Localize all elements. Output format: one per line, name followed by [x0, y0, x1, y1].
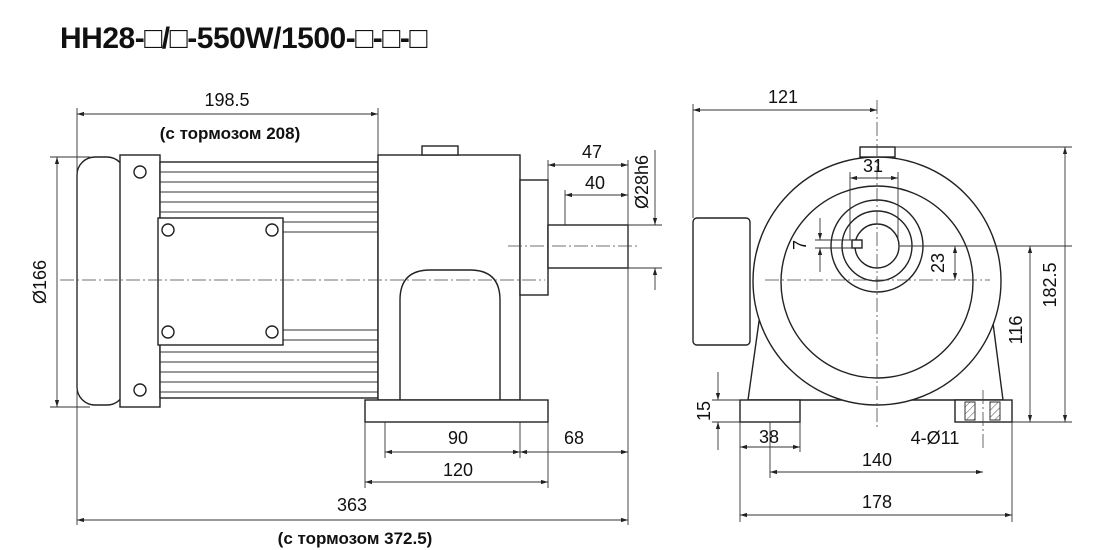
dim-shaft-center-offset: 23 — [928, 253, 948, 273]
right-foot — [954, 399, 1013, 423]
dim-key-width: 7 — [790, 240, 810, 250]
dim-mount-holes: 4-Ø11 — [911, 428, 960, 448]
dim-motor-diameter: Ø166 — [30, 260, 50, 304]
motor-flange — [119, 154, 161, 408]
dim-motor-length-brake: (с тормозом 208) — [160, 124, 301, 143]
dim-key-height: 31 — [863, 156, 883, 176]
dim-key-length: 40 — [585, 173, 605, 193]
cooling-fins — [160, 171, 378, 393]
dim-shaft-length: 47 — [582, 142, 602, 162]
output-flange — [519, 179, 549, 296]
dim-total-length: 363 — [337, 495, 367, 515]
dim-foot-width: 38 — [759, 427, 779, 447]
dim-foot-length: 120 — [443, 460, 473, 480]
bolt-icon — [133, 165, 147, 179]
dim-shaft-offset: 68 — [564, 428, 584, 448]
dim-shaft-diameter: Ø28h6 — [632, 155, 652, 209]
dim-motor-length: 198.5 — [204, 90, 249, 110]
vent-plug — [421, 145, 459, 156]
dim-total-length-brake: (с тормозом 372.5) — [278, 529, 433, 548]
bolt-icon — [133, 383, 147, 397]
fan-cover — [76, 156, 126, 406]
gearbox-foot — [364, 399, 549, 423]
dim-holes-spacing: 140 — [862, 450, 892, 470]
shaft-key — [851, 239, 863, 249]
dim-shaft-height: 116 — [1006, 316, 1026, 345]
front-view: 121 31 7 23 182.5 116 15 38 4-Ø11 140 17… — [692, 87, 1072, 522]
dim-foot-holes-spacing: 90 — [448, 428, 468, 448]
vent-plug-front — [859, 146, 896, 158]
side-view: 198.5 (с тормозом 208) Ø166 47 40 Ø28h6 … — [30, 90, 662, 548]
terminal-box-front — [692, 217, 751, 346]
output-shaft — [547, 224, 629, 269]
dim-terminal-offset: 121 — [768, 87, 798, 107]
dim-foot-thickness: 15 — [694, 401, 714, 421]
model-title: HH28-□/□-550W/1500-□-□-□ — [60, 22, 428, 55]
dim-total-height: 182.5 — [1040, 262, 1060, 307]
gearbox-housing — [377, 154, 521, 401]
terminal-box — [157, 217, 284, 346]
left-foot — [739, 399, 801, 423]
dim-base-width: 178 — [862, 492, 892, 512]
